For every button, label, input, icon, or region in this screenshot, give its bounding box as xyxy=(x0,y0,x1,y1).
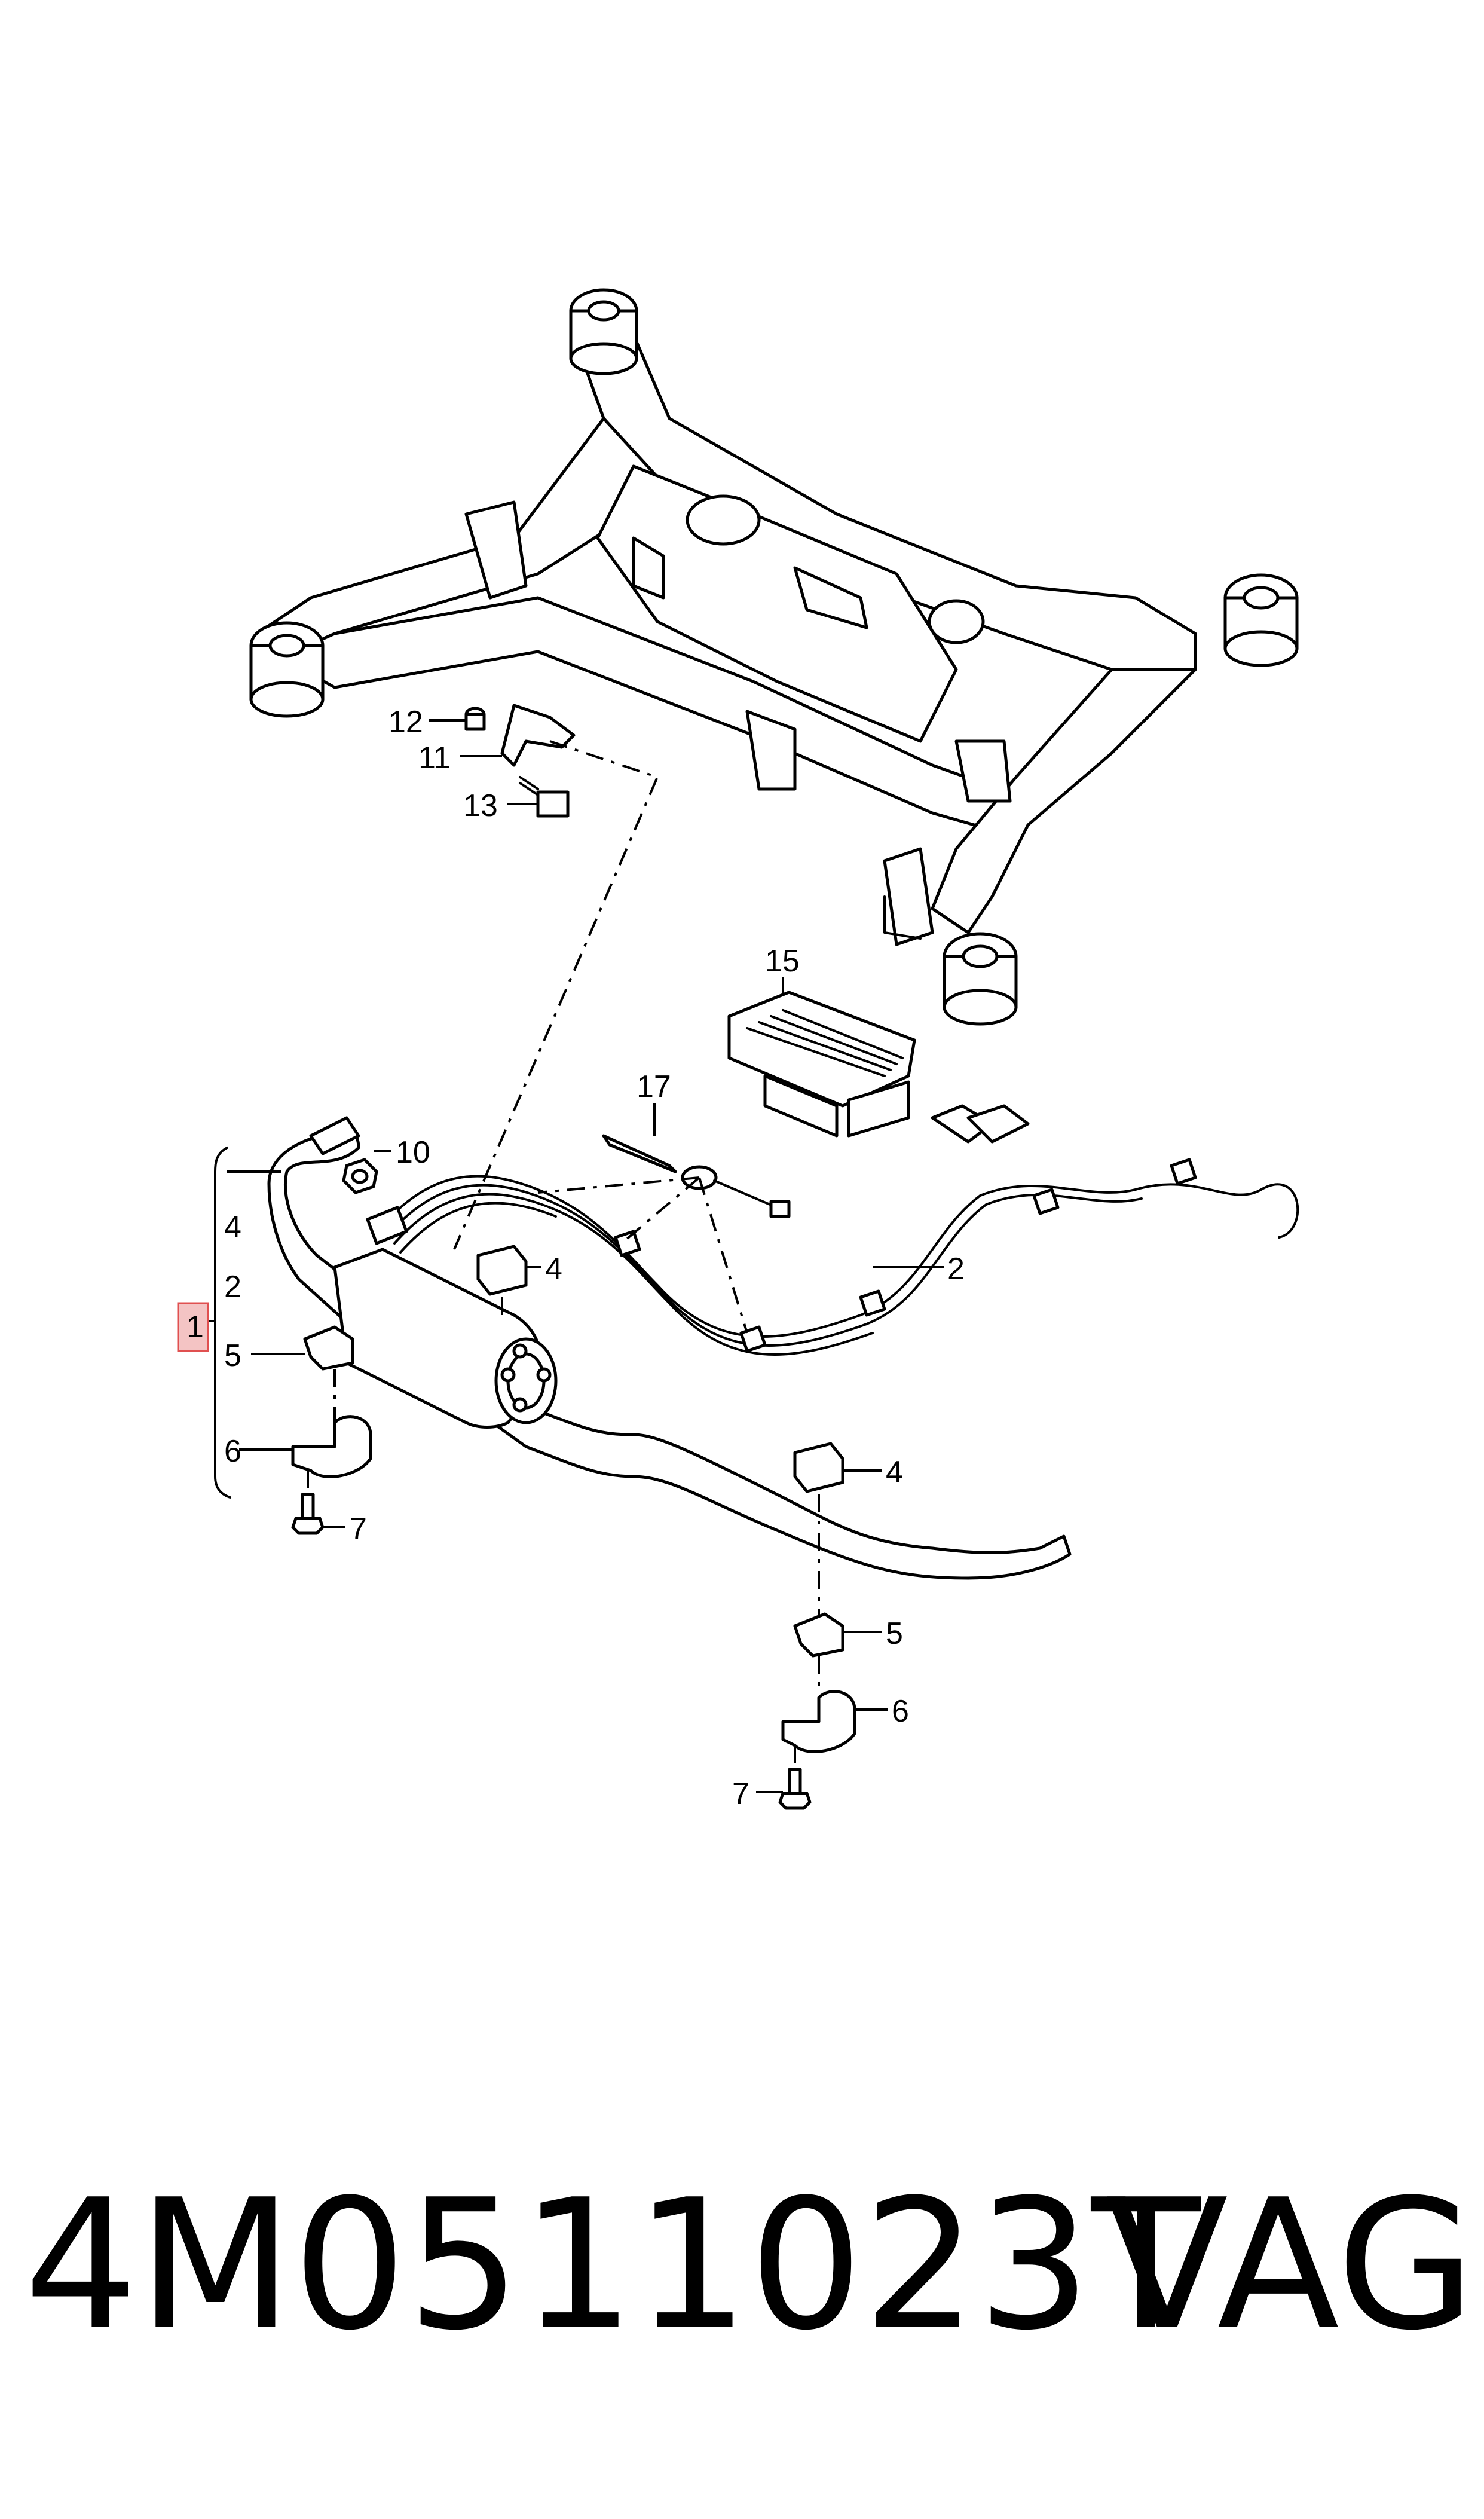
callout-4-mid: 4 xyxy=(545,1252,562,1286)
callout-6-left: 6 xyxy=(224,1434,241,1469)
clamp-5-left xyxy=(251,1325,354,1371)
bolt-13 xyxy=(507,776,570,818)
callout-4-right: 4 xyxy=(886,1455,903,1490)
bracket-11 xyxy=(460,704,576,767)
callout-13: 13 xyxy=(463,788,498,823)
bushing-rear-left xyxy=(569,288,638,375)
callout-4-left: 4 xyxy=(224,1210,241,1245)
bracket-6-left xyxy=(239,1415,372,1478)
nut-10 xyxy=(342,1158,378,1194)
cable-tie-17 xyxy=(602,1103,791,1218)
part-number: 4M0511023T xyxy=(24,2161,1201,2370)
callout-7-right: 7 xyxy=(732,1777,749,1811)
bushing-front-right xyxy=(943,932,1018,1026)
bolt-7-right xyxy=(756,1768,812,1810)
rubber-mount-4-right xyxy=(793,1442,882,1638)
stabilizer-actuator xyxy=(333,1206,558,1429)
bracket-6-right xyxy=(781,1690,888,1753)
wiring-harness-2 xyxy=(381,1104,1299,1356)
callout-2-right: 2 xyxy=(947,1252,965,1286)
footer: 4M0511023T VAG xyxy=(0,2146,1484,2385)
callout-2-left: 2 xyxy=(224,1270,241,1304)
rubber-mount-4-mid xyxy=(476,1245,541,1296)
callout-11: 11 xyxy=(418,741,451,775)
callout-5-right: 5 xyxy=(886,1616,903,1651)
callout-7-left: 7 xyxy=(350,1512,367,1546)
brand-name: VAG xyxy=(1106,2161,1476,2370)
callout-1-highlight xyxy=(177,1302,209,1352)
washer-12 xyxy=(429,707,486,731)
callout-1: 1 xyxy=(186,1310,204,1344)
clamp-5-right xyxy=(793,1612,882,1658)
callout-15: 15 xyxy=(765,944,800,979)
callout-10: 10 xyxy=(396,1135,430,1170)
control-unit-15 xyxy=(727,977,916,1138)
bushing-front-left xyxy=(249,621,325,718)
callout-17: 17 xyxy=(637,1069,671,1104)
bolt-7-left xyxy=(291,1493,345,1535)
callout-6-right: 6 xyxy=(892,1694,909,1729)
callout-12: 12 xyxy=(388,705,423,739)
callout-5-left: 5 xyxy=(224,1338,241,1373)
bushing-rear-right xyxy=(1223,573,1299,667)
rear-subframe xyxy=(249,288,1299,1026)
